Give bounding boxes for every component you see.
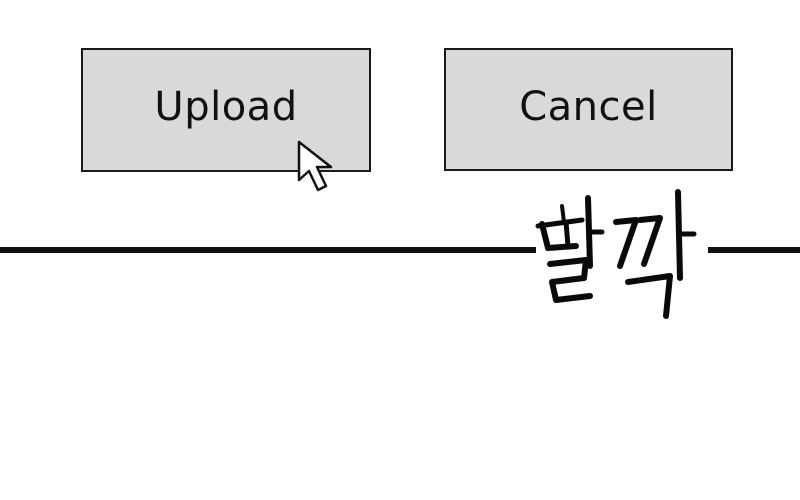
cancel-button[interactable]: Cancel [444, 48, 733, 171]
upload-button[interactable]: Upload [81, 48, 371, 172]
horizontal-divider [0, 247, 800, 253]
cancel-button-label: Cancel [519, 83, 658, 130]
upload-button-label: Upload [154, 84, 298, 130]
click-sound-effect-lettering: 딸깍 [535, 189, 708, 319]
mouse-pointer-icon [297, 140, 333, 192]
